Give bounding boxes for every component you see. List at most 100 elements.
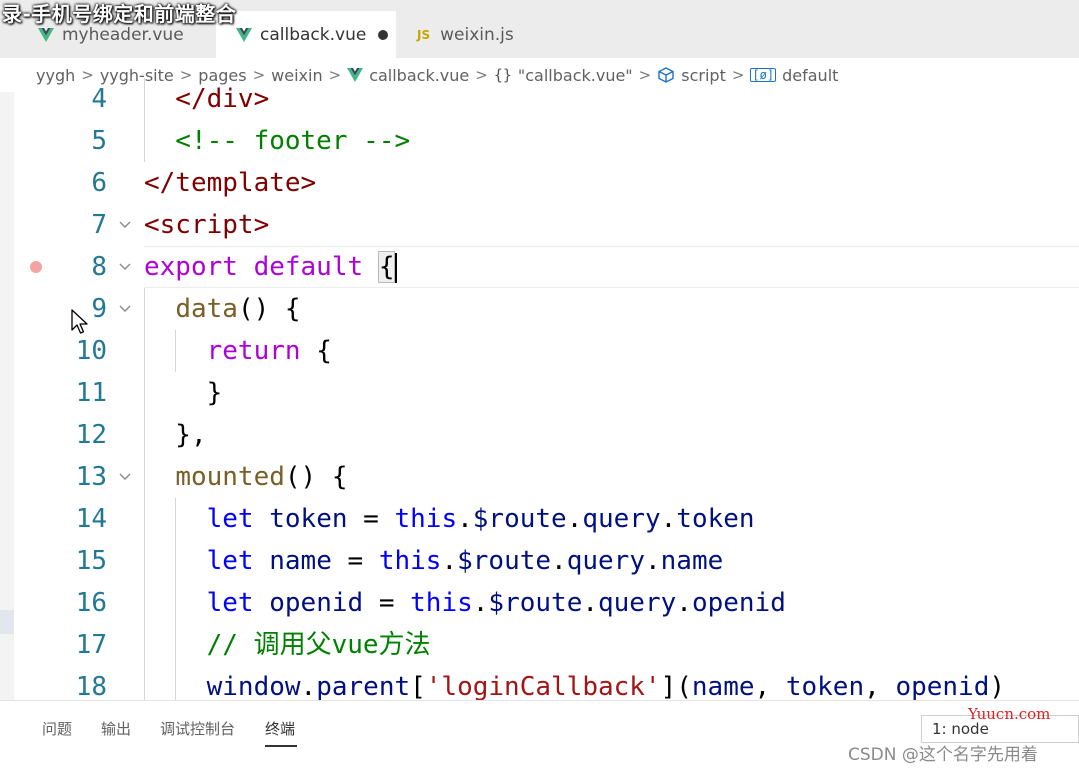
code-line[interactable]: 5 <!-- footer --> bbox=[14, 120, 1079, 162]
line-number: 12 bbox=[75, 420, 107, 450]
code-token bbox=[254, 504, 270, 534]
chevron-right-icon: > bbox=[81, 66, 94, 84]
code-text: window.parent['loginCallback'](name, tok… bbox=[144, 666, 1005, 700]
code-token: . bbox=[660, 504, 677, 534]
code-text: } bbox=[144, 372, 223, 414]
code-line[interactable]: 13 mounted() { bbox=[14, 456, 1079, 498]
code-token: , bbox=[754, 672, 786, 700]
code-line[interactable]: 9 data() { bbox=[14, 288, 1079, 330]
vue-icon bbox=[38, 27, 54, 42]
code-token: query bbox=[598, 588, 677, 618]
code-text: let openid = this.$route.query.openid bbox=[144, 582, 786, 624]
code-text: return { bbox=[144, 330, 332, 372]
code-token: openid bbox=[269, 588, 364, 618]
fold-chevron-icon[interactable] bbox=[118, 246, 132, 288]
line-number: 9 bbox=[91, 294, 107, 324]
bottom-panel: 问题 输出 调试控制台 终端 1: node Yuucn.com CSDN @这… bbox=[0, 700, 1079, 768]
code-token: ]( bbox=[660, 672, 692, 700]
code-editor[interactable]: 4 </div>5 <!-- footer -->6</template>7<s… bbox=[14, 78, 1079, 700]
line-number: 18 bbox=[75, 672, 107, 700]
code-line[interactable]: 10 return { bbox=[14, 330, 1079, 372]
code-line[interactable]: 7<script> bbox=[14, 204, 1079, 246]
code-line[interactable]: 16 let openid = this.$route.query.openid bbox=[14, 582, 1079, 624]
code-line[interactable]: 11 } bbox=[14, 372, 1079, 414]
text-caret bbox=[395, 252, 398, 283]
tab-myheader-vue[interactable]: myheader.vue bbox=[20, 11, 215, 58]
code-token: export default bbox=[144, 252, 379, 282]
breakpoint-hint-icon[interactable] bbox=[30, 261, 42, 273]
breadcrumb-item-pages[interactable]: pages bbox=[198, 66, 246, 85]
fold-chevron-icon[interactable] bbox=[118, 456, 132, 498]
braces-icon: {} bbox=[493, 66, 512, 84]
breadcrumb-item-yygh[interactable]: yygh bbox=[36, 66, 75, 85]
breadcrumb-label: script bbox=[681, 65, 726, 85]
code-token: </div> bbox=[144, 84, 270, 114]
code-token bbox=[144, 462, 175, 492]
indent-guide bbox=[144, 288, 145, 700]
code-token: () { bbox=[237, 294, 301, 324]
line-number: 15 bbox=[75, 546, 107, 576]
code-text: data() { bbox=[144, 288, 301, 330]
code-line[interactable]: 14 let token = this.$route.query.token bbox=[14, 498, 1079, 540]
breadcrumb-item-weixin[interactable]: weixin bbox=[271, 66, 322, 85]
variable-icon: [ø] bbox=[750, 68, 777, 82]
code-token: query bbox=[582, 504, 661, 534]
code-token: . bbox=[457, 504, 473, 534]
code-token: name bbox=[269, 546, 332, 576]
breadcrumb-item-callback-vue[interactable]: callback.vue bbox=[347, 66, 469, 85]
breadcrumb-item-callback-module[interactable]: {} "callback.vue" bbox=[494, 66, 633, 85]
code-token: query bbox=[566, 546, 645, 576]
tab-weixin-js[interactable]: JS weixin.js bbox=[397, 11, 563, 58]
code-token: } bbox=[144, 378, 223, 408]
current-line-highlight bbox=[144, 246, 1079, 288]
code-token: $route bbox=[472, 504, 567, 534]
vue-icon bbox=[347, 68, 364, 82]
code-line[interactable]: 4 </div> bbox=[14, 78, 1079, 120]
code-text: let token = this.$route.query.token bbox=[144, 498, 755, 540]
code-text: </template> bbox=[144, 162, 316, 204]
code-line[interactable]: 15 let name = this.$route.query.name bbox=[14, 540, 1079, 582]
breadcrumb-item-default[interactable]: [ø] default bbox=[750, 66, 838, 85]
fold-chevron-icon[interactable] bbox=[118, 204, 132, 246]
line-number: 6 bbox=[91, 168, 107, 198]
active-tab-underline bbox=[265, 745, 297, 747]
code-token: = bbox=[347, 504, 395, 534]
tab-problems[interactable]: 问题 bbox=[42, 720, 73, 738]
tab-output[interactable]: 输出 bbox=[101, 720, 132, 738]
terminal-select[interactable]: 1: node bbox=[921, 715, 1079, 743]
code-token: this bbox=[378, 546, 442, 576]
code-token: . bbox=[582, 588, 598, 618]
tab-callback-vue[interactable]: callback.vue bbox=[216, 11, 396, 58]
code-line[interactable]: 18 window.parent['loginCallback'](name, … bbox=[14, 666, 1079, 700]
breadcrumb-item-script[interactable]: script bbox=[657, 66, 726, 85]
code-token: name bbox=[660, 546, 724, 576]
line-number: 4 bbox=[91, 84, 107, 114]
tab-terminal[interactable]: 终端 bbox=[265, 720, 296, 738]
tab-debug-console[interactable]: 调试控制台 bbox=[160, 720, 236, 738]
code-line[interactable]: 12 }, bbox=[14, 414, 1079, 456]
code-text: }, bbox=[144, 414, 206, 456]
code-text: </div> bbox=[144, 78, 269, 120]
code-token: . bbox=[300, 672, 317, 700]
code-token: name bbox=[691, 672, 755, 700]
code-token: token bbox=[269, 504, 348, 534]
code-line[interactable]: 6 </template> bbox=[14, 162, 1079, 204]
code-token: $route bbox=[488, 588, 583, 618]
code-line[interactable]: 17 // 调用父vue方法 bbox=[14, 624, 1079, 666]
line-number: 17 bbox=[75, 630, 107, 660]
chevron-right-icon: > bbox=[475, 66, 488, 84]
code-token: 'loginCallback' bbox=[425, 672, 661, 700]
breadcrumb-item-yygh-site[interactable]: yygh-site bbox=[100, 66, 174, 85]
code-token: parent bbox=[316, 672, 411, 700]
code-token: . bbox=[676, 588, 692, 618]
chevron-right-icon: > bbox=[731, 66, 745, 84]
unsaved-dot-icon[interactable] bbox=[378, 29, 389, 40]
tab-label: weixin.js bbox=[440, 24, 514, 45]
code-token: this bbox=[410, 588, 473, 618]
fold-chevron-icon[interactable] bbox=[118, 288, 132, 330]
code-token: data bbox=[175, 294, 238, 324]
code-token: token bbox=[785, 672, 865, 700]
line-number: 8 bbox=[91, 252, 107, 282]
code-token bbox=[254, 588, 270, 618]
